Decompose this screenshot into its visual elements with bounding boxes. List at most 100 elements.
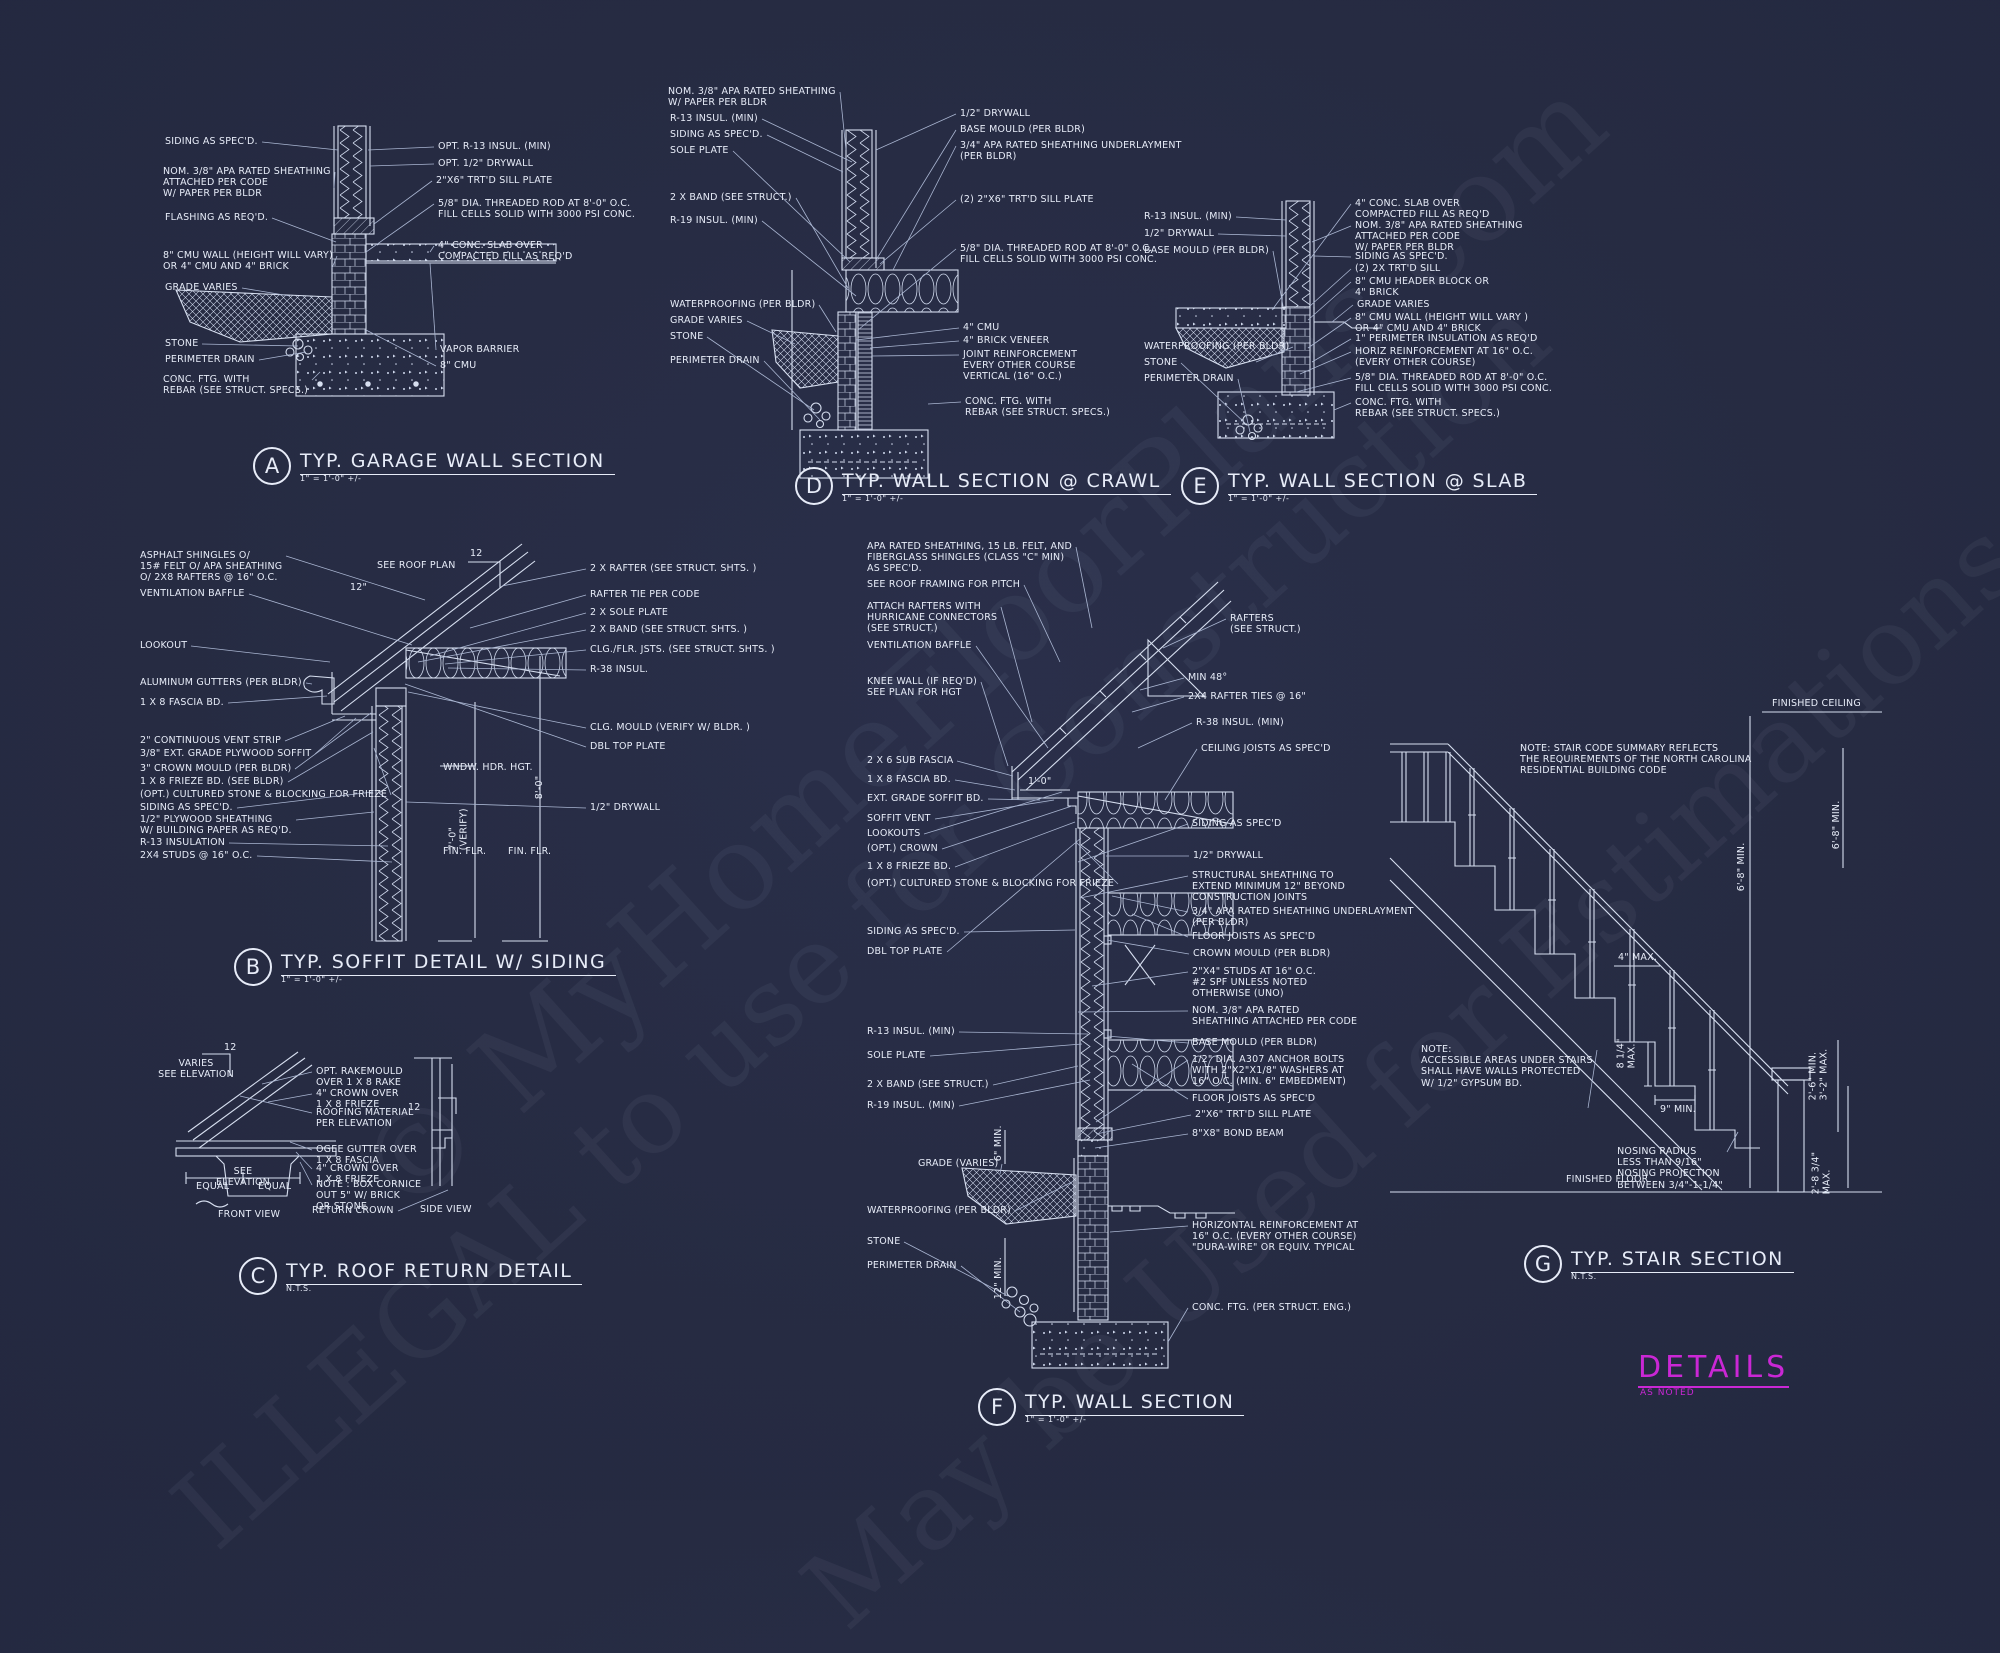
leader-line [295, 1151, 313, 1170]
blueprint-sheet: © MyHomeFloorPlans.com ILLEGAL to use fo… [140, 86, 1882, 1426]
leader-line [397, 1189, 449, 1212]
callout-label: RAFTER TIE PER CODE [590, 589, 700, 600]
section-d-scale: 1" = 1'-0" +/- [842, 494, 904, 503]
leader-line [875, 129, 957, 261]
leader-line [857, 248, 957, 331]
annotation-text: EQUAL [258, 1181, 292, 1192]
annotation-text: VARIES SEE ELEVATION [158, 1058, 234, 1081]
leader-line [228, 842, 389, 847]
callout-label: DBL TOP PLATE [867, 946, 943, 957]
leader-line [1139, 677, 1185, 691]
leader-line [236, 791, 374, 809]
leader-line [1307, 317, 1352, 349]
leader-line [1309, 268, 1352, 307]
callout-label: ATTACH RAFTERS WITH HURRICANE CONNECTORS… [867, 601, 998, 635]
leader-line [929, 1043, 1083, 1057]
callout-label: 2 x 6 SUB FASCIA [867, 755, 954, 766]
callout-label: 2"x6" TRT'D SILL PLATE [1195, 1109, 1312, 1120]
leader-line [314, 717, 357, 755]
callout-label: SIDING AS SPEC'D. [140, 802, 233, 813]
leader-line [1164, 748, 1198, 801]
leader-line [1333, 402, 1352, 411]
callout-label: MIN 48° [1188, 672, 1228, 683]
callout-label: 2 X BAND (SEE STRUCT. SHTS. ) [590, 624, 748, 635]
section-a-drawing [175, 125, 557, 397]
callout-label: WATERPROOFING (PER BLDR) [1144, 341, 1290, 352]
section-b-badge: B [234, 948, 272, 986]
callout-label: GRADE VARIES [670, 315, 743, 326]
leader-line [1299, 351, 1352, 375]
annotation-text: 12 [470, 548, 483, 559]
leader-line [201, 343, 299, 347]
callout-label: 2" CONTINUOUS VENT STRIP [140, 735, 281, 746]
annotation-text: 9" MIN. [1660, 1104, 1696, 1115]
leader-line [1217, 233, 1287, 237]
callout-label: R-13 INSUL. (MIN) [867, 1026, 955, 1037]
leader-line [1311, 225, 1352, 243]
callout-label: 4" CONC. SLAB OVER COMPACTED FILL AS REQ… [1355, 198, 1490, 221]
leader-line [305, 682, 313, 685]
callout-label: SEE ROOF FRAMING FOR PITCH [867, 579, 1021, 590]
leader-line [1237, 378, 1251, 433]
leader-line [429, 262, 437, 351]
leader-line [941, 805, 1073, 850]
section-f-badge: F [978, 1388, 1016, 1426]
leader-line [1075, 546, 1093, 629]
callout-label: CLG. MOULD (VERIFY W/ BLDR. ) [590, 722, 751, 733]
leader-line [1095, 1114, 1192, 1135]
leader-line [501, 568, 587, 587]
callout-label: 2 X RAFTER (SEE STRUCT. SHTS. ) [590, 563, 757, 574]
callout-label: 1/2" DRYWALL [960, 108, 1031, 119]
callout-label: OPT. 1/2" DRYWALL [438, 158, 534, 169]
leader-line [1106, 1035, 1189, 1044]
callout-label: 4" CONC. SLAB OVER COMPACTED FILL AS REQ… [438, 240, 573, 263]
callout-label: FLASHING AS REQ'D. [165, 212, 269, 223]
leader-line [417, 629, 587, 663]
annotation-text: SEE ROOF PLAN [377, 560, 456, 571]
leader-line [980, 681, 1009, 767]
leader-line [333, 171, 336, 189]
section-b-drawing [303, 543, 567, 942]
callout-label: OPT. RAKEMOULD OVER 1 x 8 RAKE [316, 1066, 403, 1089]
leader-line [284, 715, 346, 742]
leader-line [1255, 346, 1294, 363]
callout-label: LOOKOUTS [867, 828, 921, 839]
callout-label: 8" CMU WALL (HEIGHT WILL VARY ) OR 4" CM… [1355, 312, 1529, 335]
callout-label: OGEE GUTTER OVER 1 x 8 FASCIA [316, 1144, 417, 1167]
leader-line [258, 351, 307, 361]
annotation-text: 6'-8" MIN. [1830, 800, 1842, 850]
callout-label: SIDING AS SPEC'D. [867, 926, 960, 937]
callout-label: CROWN MOULD (PER BLDR) [1193, 948, 1331, 959]
callout-label: 1/2" PLYWOOD SHEATHING W/ BUILDING PAPER… [140, 814, 292, 837]
leader-line [869, 340, 960, 349]
annotation-text: WNDW. HDR. HGT. [443, 762, 533, 773]
leader-line [227, 695, 328, 704]
callout-label: 4" CROWN OVER 1 x 8 FRIEZE [316, 1163, 399, 1186]
leader-line [1137, 722, 1193, 749]
callout-label: APA RATED SHEATHING, 15 LB. FELT, AND FI… [867, 541, 1073, 575]
leader-line [405, 801, 587, 809]
callout-label: NOTE: ACCESSIBLE AREAS UNDER STAIRS SHAL… [1421, 1044, 1593, 1089]
leader-line [871, 354, 960, 357]
callout-label: ROOFING MATERIAL PER ELEVATION [316, 1107, 414, 1130]
callout-label: 2x4 STUDS @ 16" O.C. [140, 850, 253, 861]
leader-line [706, 336, 815, 411]
callout-label: ALUMINUM GUTTERS (PER BLDR) [140, 677, 302, 688]
leader-line [1077, 823, 1189, 863]
leader-line [818, 304, 837, 333]
section-d-badge: D [795, 467, 833, 505]
callout-label: 3" CROWN MOULD (PER BLDR) [140, 763, 292, 774]
callout-label: CLG./FLR. JSTS. (SEE STRUCT. SHTS. ) [590, 644, 775, 655]
annotation-text: 1'-0" [1028, 776, 1052, 787]
callout-label: 8" CMU [440, 360, 477, 371]
leader-line [404, 683, 587, 748]
section-e-drawing [1175, 200, 1382, 441]
callout-label: WATERPROOFING (PER BLDR) [670, 299, 816, 310]
leader-line [839, 91, 847, 151]
callout-label: SOLE PLATE [670, 145, 729, 156]
callout-label: BASE MOULD (PER BLDR) [1192, 1037, 1318, 1048]
callout-label: 8" CMU HEADER BLOCK OR 4" BRICK [1355, 276, 1490, 299]
leader-line [239, 1095, 313, 1114]
annotation-text: FRONT VIEW [218, 1209, 281, 1220]
leader-line [963, 929, 1076, 933]
